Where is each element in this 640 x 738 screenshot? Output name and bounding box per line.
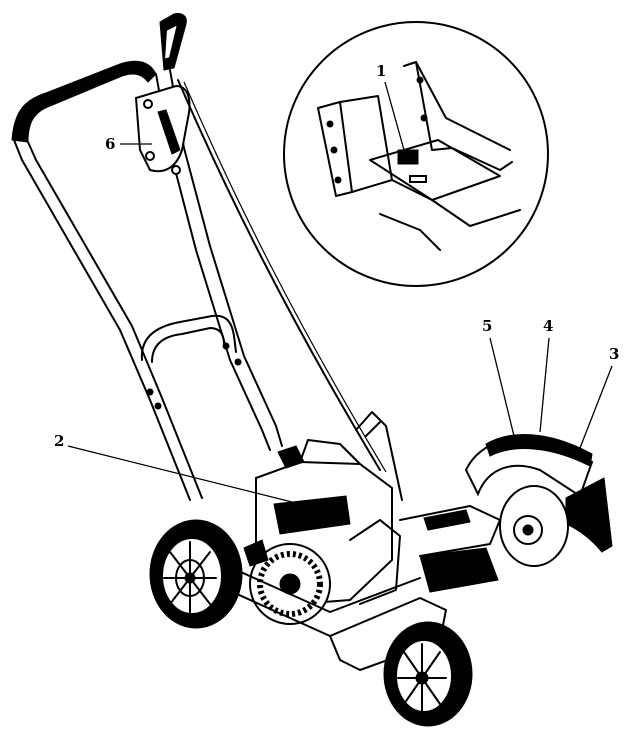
callout-6-label: 6 bbox=[105, 135, 115, 153]
callout-5: 5 bbox=[482, 317, 515, 437]
callout-3-label: 3 bbox=[609, 345, 619, 363]
callout-2: 2 bbox=[54, 432, 301, 505]
frame-rail bbox=[205, 579, 447, 641]
inset-bracket-slot bbox=[397, 149, 419, 165]
inset-detail bbox=[283, 21, 549, 287]
frame-and-wheels bbox=[149, 519, 473, 727]
blade-guard-assembly bbox=[355, 411, 613, 567]
engine bbox=[243, 439, 499, 625]
engine-cylinder-fins bbox=[273, 495, 351, 535]
callout-2-label: 2 bbox=[54, 432, 64, 450]
handle-outer-bar bbox=[13, 139, 191, 501]
callout-1-label: 1 bbox=[376, 62, 386, 80]
callout-4: 4 bbox=[539, 317, 553, 433]
handle-inner-loop bbox=[140, 314, 237, 361]
fuel-cap bbox=[277, 445, 305, 469]
callout-4-label: 4 bbox=[543, 317, 553, 335]
control-plate bbox=[134, 84, 191, 173]
callout-6: 6 bbox=[105, 135, 152, 153]
callout-1: 1 bbox=[376, 62, 405, 151]
lever-spring bbox=[157, 109, 181, 155]
handle-grip bbox=[11, 60, 157, 143]
inset-circle bbox=[283, 21, 549, 287]
control-lever bbox=[134, 13, 387, 473]
callout-5-label: 5 bbox=[482, 317, 492, 335]
callout-3: 3 bbox=[579, 345, 619, 449]
control-cable bbox=[177, 79, 381, 471]
callouts: 1 2 3 4 5 6 bbox=[54, 62, 619, 505]
rear-wheel bbox=[149, 519, 243, 629]
front-wheel bbox=[383, 621, 473, 727]
